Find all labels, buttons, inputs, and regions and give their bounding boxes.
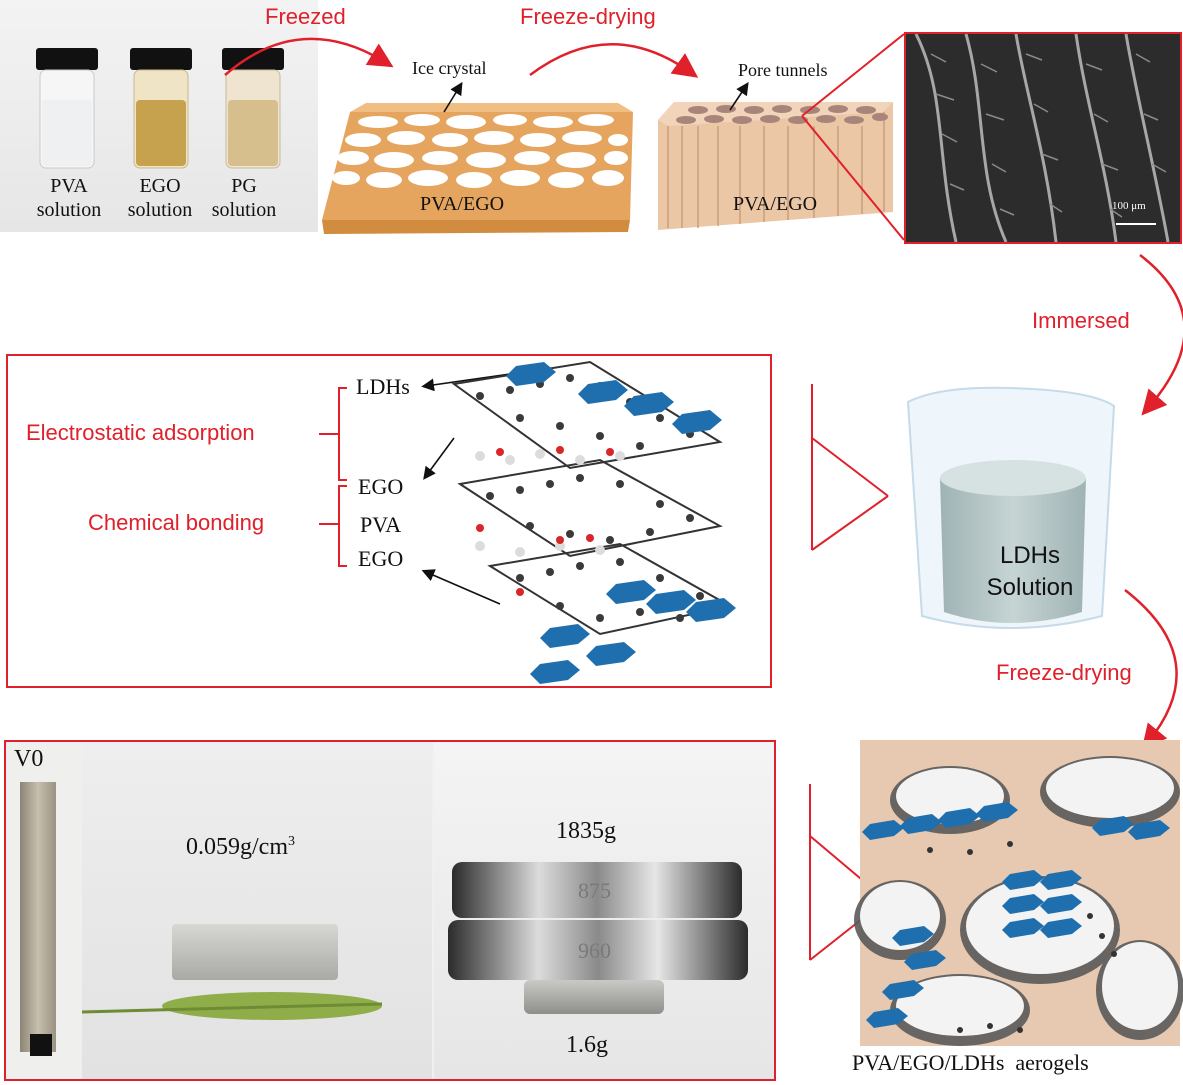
weight-engraving-bottom: 960 [578,938,611,963]
sample-base [30,1034,52,1056]
ice-crystal-annotation: Ice crystal [412,58,487,78]
pore-tunnels-annotation: Pore tunnels [738,60,828,80]
burned-sample [20,782,56,1052]
grass-spike [81,992,383,1020]
molecular-structure [421,360,736,684]
aerogel-sample [172,924,338,980]
weight-bottom [448,920,748,980]
frozen-block [322,103,633,234]
pore-tunnels-pointer [729,82,749,111]
vial-ego-label: EGO [139,175,181,197]
callout-mechanism [811,384,889,551]
sample-mass: 1.6g [566,1032,608,1058]
step-immersed: Immersed [1032,308,1130,333]
aerogel-caption: PVA/EGO/LDHs aerogels [852,1050,1089,1075]
beaker-label-line2: Solution [986,574,1074,601]
porous-block [658,102,893,230]
step-freeze-drying-1: Freeze-drying [520,4,656,29]
aerogel-render [854,740,1183,1046]
layer-label-ego-top: EGO [358,474,404,499]
vials-photo: PVA solution EGO solution PG solution [0,0,318,232]
layer-label-pva: PVA [360,512,402,537]
properties-panel: V0 0.059g/cm3 1835g 875 960 1.6g [4,740,776,1081]
load-photo: 1835g 875 960 1.6g [434,742,774,1079]
flame-rating: V0 [14,746,44,772]
sem-image: 100 μm [904,32,1182,244]
porous-block-label: PVA/EGO [733,193,818,215]
step-freeze-drying-2: Freeze-drying [996,660,1132,685]
mechanism-brackets [319,387,347,567]
vial-pg-sublabel: solution [211,199,277,221]
beaker-label: LDHs Solution [970,540,1090,604]
density-value: 0.059g/cm3 [186,834,295,861]
weight-top [452,862,742,918]
sem-scale-bar-label: 100 μm [1112,200,1146,212]
density-exponent: 3 [288,834,295,849]
flame-test-photo: V0 [6,742,82,1079]
layer-label-ldhs: LDHs [356,374,410,399]
ice-crystal-pointer [443,81,463,113]
sem-texture [906,34,1180,242]
frozen-block-label: PVA/EGO [420,193,505,215]
vial-pva-sublabel: solution [36,199,102,221]
mechanism-panel [6,354,772,688]
supported-aerogel [524,980,664,1014]
layer-label-ego-bottom: EGO [358,546,404,571]
beaker-label-line1: LDHs [999,542,1060,569]
load-mass: 1835g [556,818,616,844]
beaker [906,386,1116,629]
density-number: 0.059g/cm [186,834,288,860]
vial-pg-label: PG [231,175,257,197]
step-freezed: Freezed [265,4,346,29]
density-photo: 0.059g/cm3 [81,742,432,1079]
mechanism-chemical: Chemical bonding [88,510,265,535]
vial-ego-sublabel: solution [127,199,193,221]
weight-engraving-top: 875 [578,878,611,903]
mechanism-electrostatic: Electrostatic adsorption [26,420,255,445]
zoom-lines [801,33,905,241]
vial-pva-label: PVA [50,175,88,197]
